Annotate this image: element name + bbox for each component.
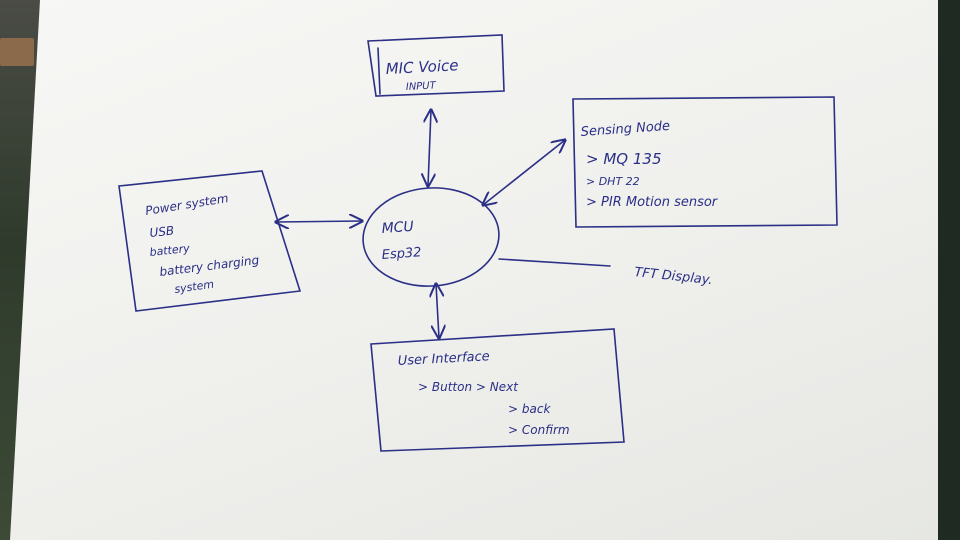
sensing-item-pir: > PIR Motion sensor — [586, 195, 719, 210]
user-interface-box — [370, 328, 625, 452]
ui-item-confirm: > Confirm — [508, 423, 570, 437]
power-item-system: system — [174, 278, 215, 296]
mic-mcu-arrow — [428, 110, 431, 186]
power-item-battery: battery — [149, 242, 191, 259]
tft-display-label: TFT Display. — [634, 265, 714, 288]
power-system-title: Power system — [144, 191, 229, 218]
mcu-label: MCU — [381, 219, 414, 237]
mcu-ellipse — [362, 187, 500, 287]
mic-sublabel: INPUT — [406, 80, 437, 93]
sensing-node-box — [572, 96, 838, 228]
sensing-node-title: Sensing Node — [580, 119, 670, 140]
sensing-item-mq135: > MQ 135 — [586, 150, 661, 168]
ui-item-button-next: > Button > Next — [418, 380, 519, 394]
background-strap — [0, 38, 34, 66]
mic-box-inner-line — [377, 47, 381, 95]
mcu-ui-arrow — [436, 284, 439, 338]
user-interface-title: User Interface — [397, 349, 490, 369]
ui-item-back: > back — [508, 402, 551, 416]
paper-sheet — [10, 0, 938, 540]
power-item-usb: USB — [149, 223, 175, 239]
mic-label: MIC Voice — [385, 56, 459, 78]
power-item-charging: battery charging — [159, 253, 261, 279]
sensing-mcu-arrow — [483, 140, 565, 205]
mcu-tft-line — [498, 258, 611, 267]
mic-box — [367, 34, 505, 97]
power-mcu-arrow — [276, 221, 362, 222]
sensing-item-dht22: > DHT 22 — [586, 175, 640, 188]
power-system-box — [118, 170, 302, 312]
mcu-sublabel: Esp32 — [381, 245, 422, 263]
